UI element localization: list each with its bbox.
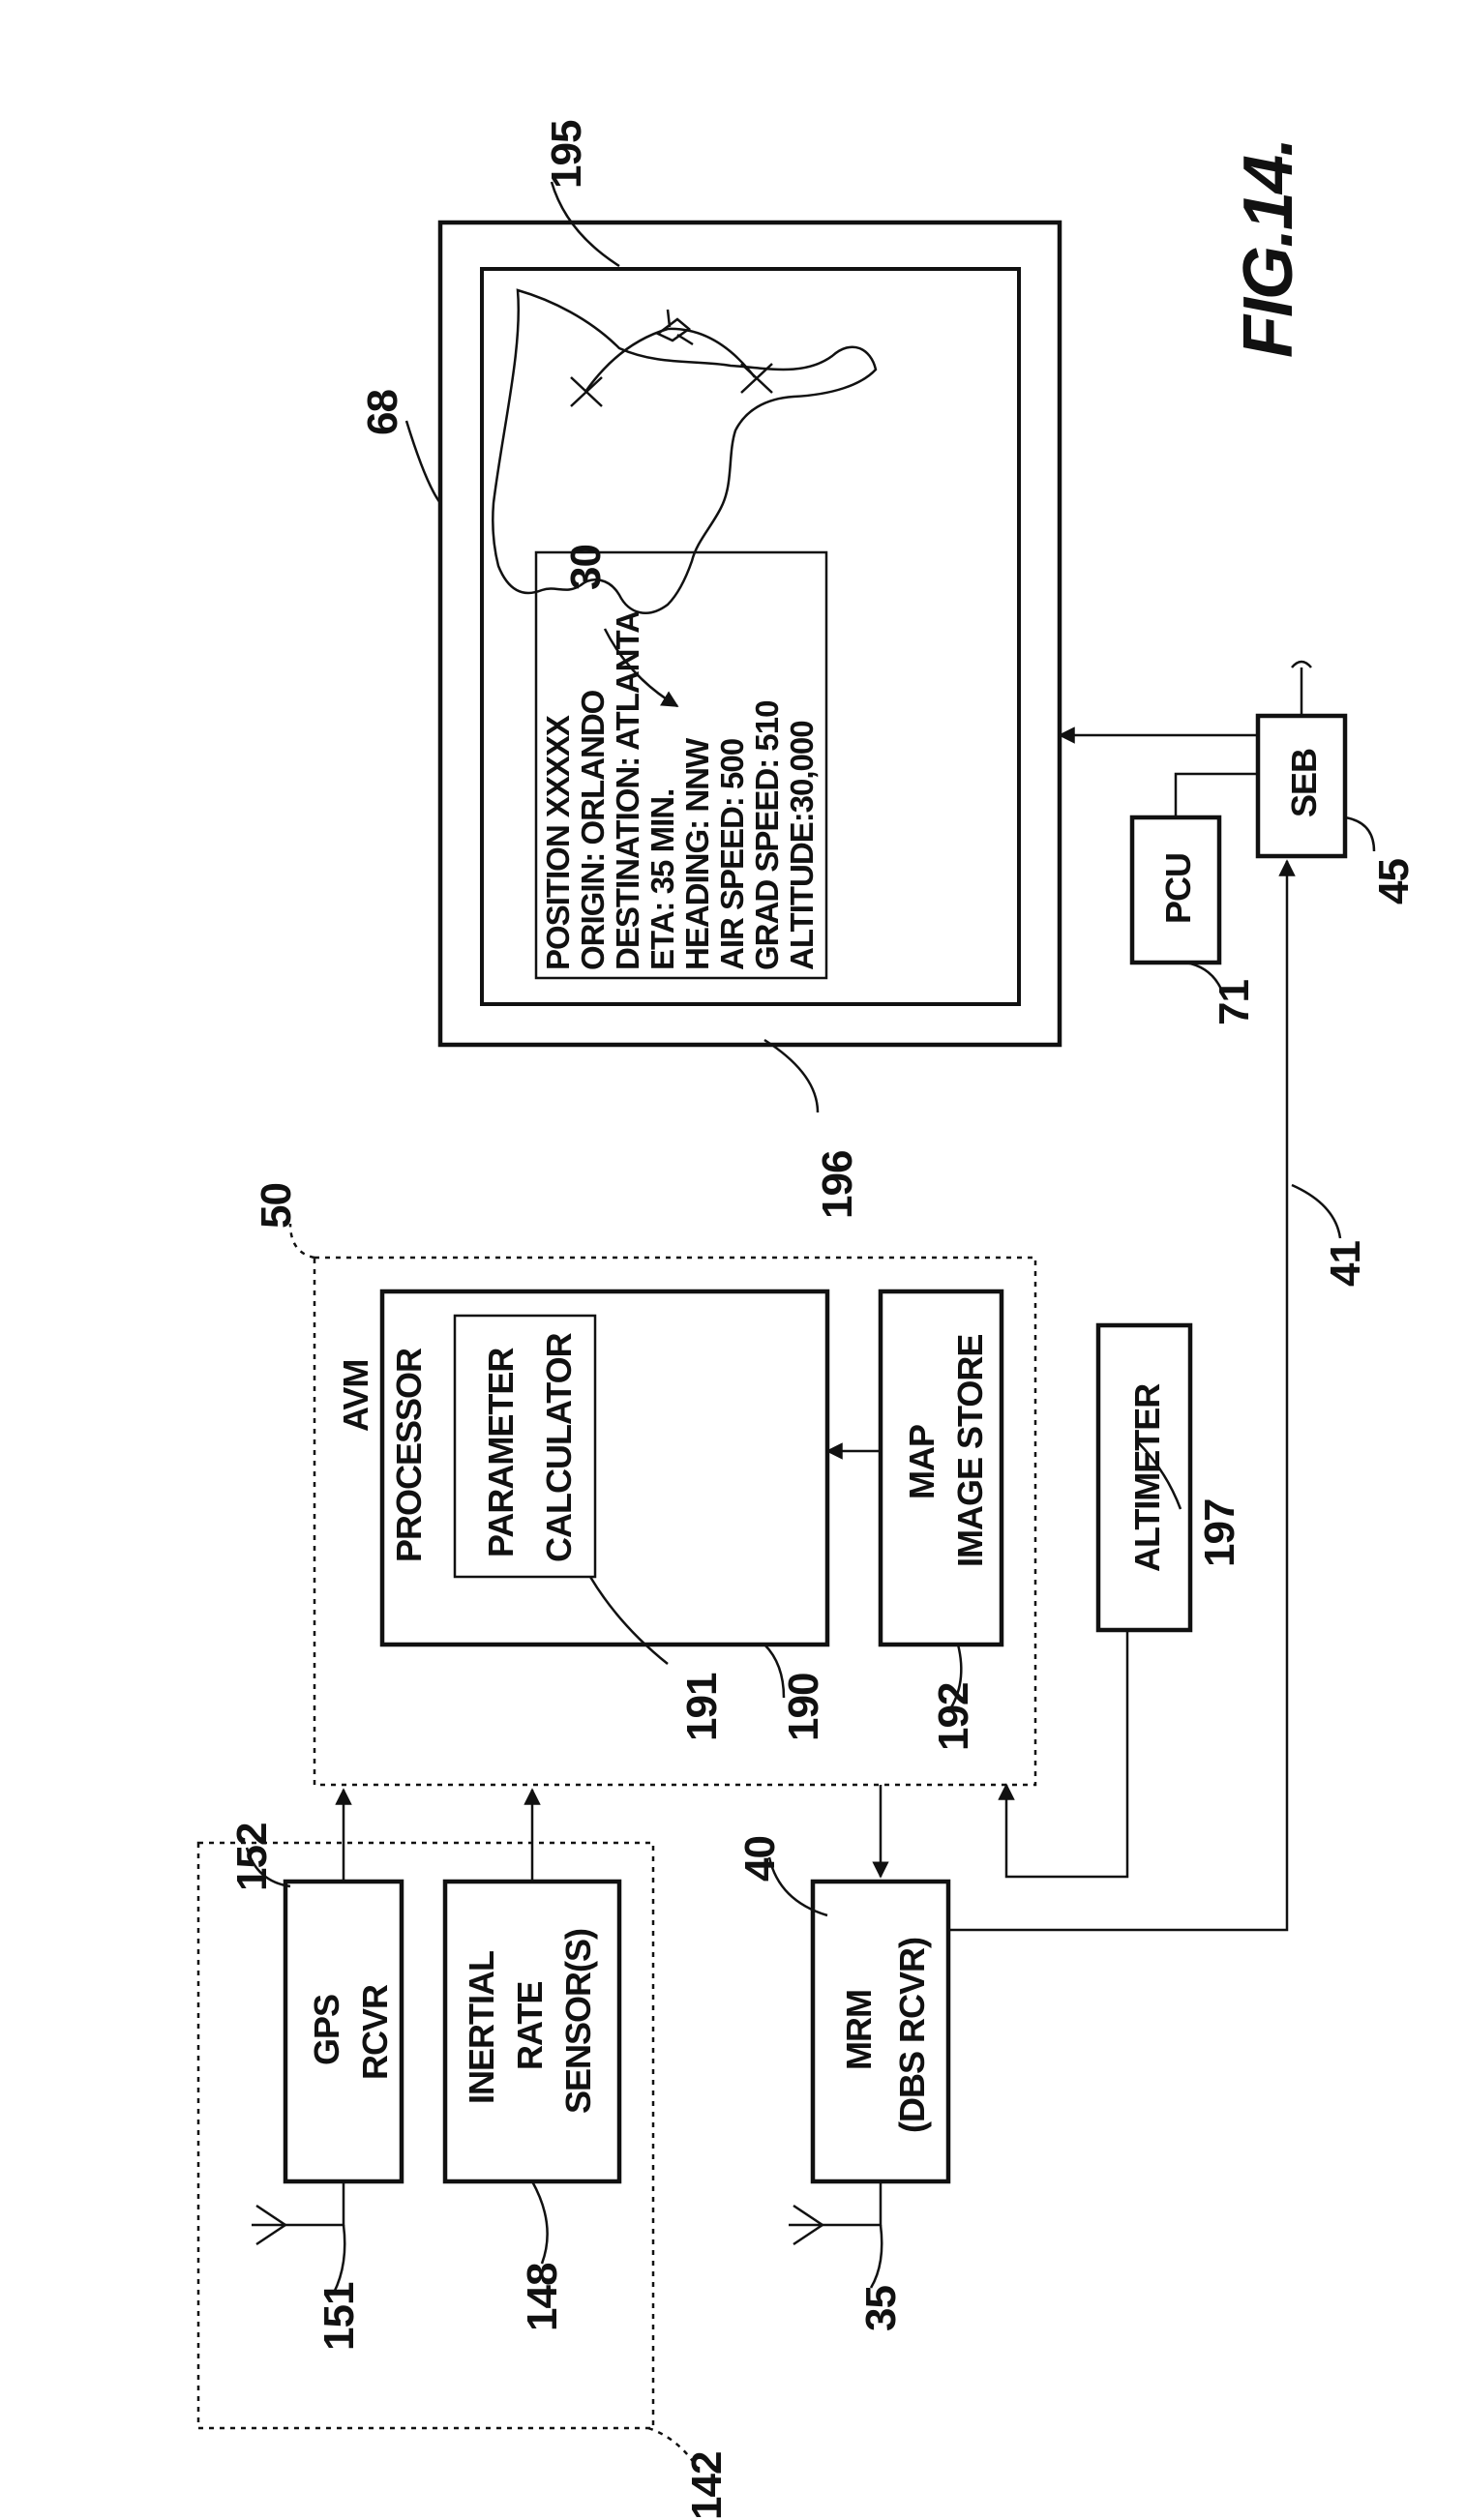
ref-35: 35 bbox=[857, 2286, 905, 2331]
leader-45 bbox=[1345, 817, 1374, 851]
display-unit: POSITION XXXXX ORIGIN: ORLANDO DESTINATI… bbox=[440, 222, 1060, 1045]
ref-142: 142 bbox=[683, 2452, 731, 2520]
ref-197: 197 bbox=[1196, 1499, 1243, 1567]
screen-line-eta: ETA: 35 MIN. bbox=[644, 789, 680, 970]
screen-line-position: POSITION XXXXX bbox=[540, 715, 576, 970]
map-store-line2: IMAGE STORE bbox=[950, 1335, 990, 1567]
seb-label: SEB bbox=[1284, 749, 1324, 817]
screen-line-air-speed: AIR SPEED: 500 bbox=[714, 739, 750, 970]
gps-line2: RCVR bbox=[355, 1984, 395, 2080]
ref-191: 191 bbox=[678, 1673, 726, 1741]
pcu-to-seb-line bbox=[1176, 774, 1258, 817]
figure-title: FIG.14. bbox=[1230, 139, 1307, 358]
inertial-line3: SENSOR(S) bbox=[558, 1929, 598, 2114]
ref-148: 148 bbox=[519, 2263, 566, 2331]
ref-71: 71 bbox=[1211, 980, 1258, 1025]
screen-line-altitude: ALTITUDE:30,000 bbox=[784, 721, 820, 970]
avm-label: AVM bbox=[336, 1360, 375, 1432]
pcu-label: PCU bbox=[1158, 853, 1198, 924]
ref-190: 190 bbox=[780, 1674, 827, 1741]
leader-35 bbox=[871, 2225, 882, 2288]
screen-line-origin: ORIGIN: ORLANDO bbox=[575, 690, 611, 970]
ref-68: 68 bbox=[359, 390, 406, 435]
leader-68 bbox=[406, 421, 440, 503]
param-calc-line1: PARAMETER bbox=[481, 1348, 521, 1557]
altimeter-to-avm-line bbox=[1006, 1630, 1127, 1877]
gps-antenna-feed bbox=[285, 2181, 344, 2225]
altimeter-label: ALTIMETER bbox=[1127, 1383, 1167, 1572]
ref-40: 40 bbox=[736, 1836, 784, 1882]
seb-uplink-break bbox=[1292, 662, 1311, 667]
processor-block bbox=[382, 1291, 827, 1645]
ref-192: 192 bbox=[930, 1683, 977, 1751]
ref-152: 152 bbox=[228, 1823, 276, 1891]
inertial-line2: RATE bbox=[510, 1982, 550, 2070]
ref-41: 41 bbox=[1322, 1241, 1369, 1287]
leader-151 bbox=[334, 2225, 344, 2293]
leader-148 bbox=[532, 2181, 548, 2264]
leader-41 bbox=[1292, 1185, 1340, 1238]
ref-151: 151 bbox=[315, 2282, 363, 2351]
mrm-antenna-icon bbox=[789, 2206, 823, 2244]
ref-50: 50 bbox=[253, 1183, 300, 1229]
mrm-line2: (DBS RCVR) bbox=[892, 1938, 932, 2133]
ref-30: 30 bbox=[562, 545, 610, 590]
mrm-antenna-feed bbox=[823, 2181, 881, 2225]
inertial-line1: INERTIAL bbox=[462, 1951, 501, 2104]
ref-195: 195 bbox=[543, 120, 590, 189]
ref-45: 45 bbox=[1370, 859, 1418, 904]
screen-line-ground-speed: GRAD SPEED: 510 bbox=[749, 701, 785, 970]
processor-label: PROCESSOR bbox=[389, 1348, 429, 1562]
screen-line-heading: HEADING: NNW bbox=[679, 737, 715, 970]
ref-196: 196 bbox=[814, 1151, 861, 1219]
param-calc-line2: CALCULATOR bbox=[539, 1332, 579, 1562]
gps-antenna-icon bbox=[252, 2206, 285, 2244]
mrm-line1: MRM bbox=[839, 1990, 879, 2070]
gps-line1: GPS bbox=[307, 1995, 346, 2065]
map-store-line1: MAP bbox=[902, 1425, 942, 1499]
leader-196 bbox=[764, 1040, 818, 1112]
